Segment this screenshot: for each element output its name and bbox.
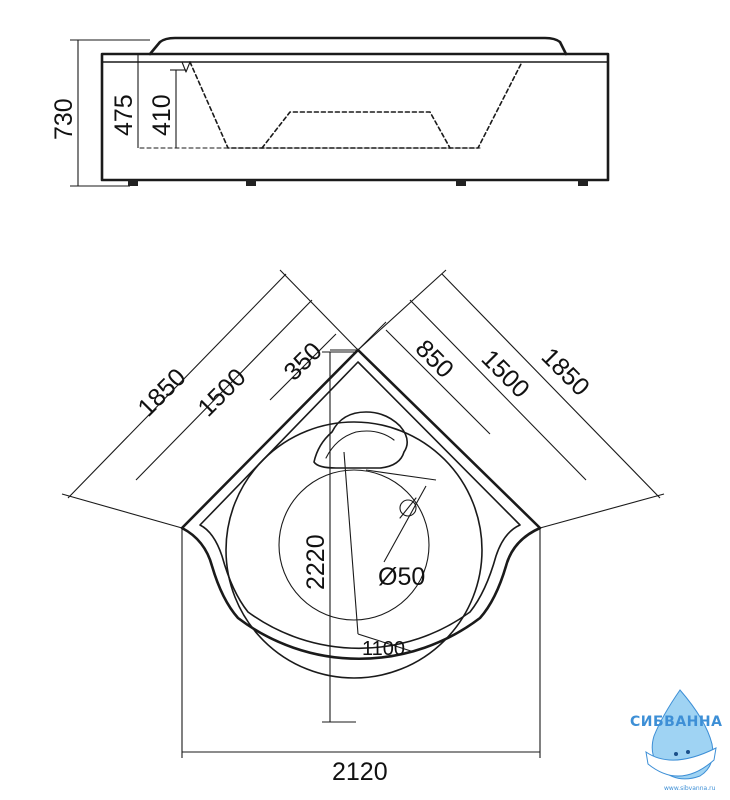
seat-dashed-outline bbox=[261, 111, 451, 149]
dim-475: 475 bbox=[110, 94, 138, 136]
dim-line-350 bbox=[269, 333, 337, 401]
side-elevation-view: 730 475 410 bbox=[50, 36, 610, 187]
dim-1500-right: 1500 bbox=[476, 344, 535, 403]
logo-tub-icon bbox=[645, 747, 717, 777]
drain-leader-2 bbox=[383, 485, 427, 563]
dim-2120: 2120 bbox=[332, 758, 388, 786]
foot-1 bbox=[128, 180, 138, 186]
foot-2 bbox=[246, 180, 256, 186]
dim-line-850 bbox=[385, 329, 491, 435]
dim-leader-1100 bbox=[357, 633, 415, 653]
dim-1850-left: 1850 bbox=[132, 363, 191, 422]
logo-url: www.sibvanna.ru bbox=[664, 785, 716, 792]
dim-1850-right: 1850 bbox=[536, 342, 595, 401]
plan-inner-rim bbox=[199, 361, 521, 649]
dim-410: 410 bbox=[148, 94, 176, 136]
sibvanna-logo: СИБВАННА www.sibvanna.ru bbox=[630, 689, 722, 792]
logo-name: СИБВАННА bbox=[630, 714, 722, 730]
dim-1100: 1100 bbox=[362, 638, 405, 660]
ext-1850-left-b bbox=[279, 269, 359, 351]
logo-eye-left-icon bbox=[674, 752, 678, 756]
ext-1850-right-b bbox=[539, 493, 665, 529]
dim-2220: 2220 bbox=[302, 534, 330, 590]
plan-view: 2220 1100 Ø50 1850 1500 350 850 1500 bbox=[61, 269, 665, 786]
plan-outer-rim bbox=[180, 348, 542, 660]
foot-3 bbox=[456, 180, 466, 186]
dim-line-1500-right bbox=[409, 299, 587, 481]
dim-drain: Ø50 bbox=[378, 563, 425, 591]
ext-1850-right-a bbox=[357, 269, 447, 351]
drain-leader bbox=[365, 469, 437, 481]
rim-top-edge bbox=[148, 36, 568, 56]
plan-bowl-circle bbox=[225, 421, 483, 679]
plan-headrest bbox=[313, 411, 408, 469]
overflow-wedge bbox=[181, 61, 191, 73]
plan-headrest-inner bbox=[325, 430, 395, 459]
dim-730: 730 bbox=[50, 98, 78, 140]
dim-line-1850-left bbox=[67, 273, 287, 499]
drain-slash bbox=[399, 497, 417, 519]
side-body-outline bbox=[100, 52, 610, 182]
dim-line-1850-right bbox=[441, 273, 661, 499]
bowl-dashed-outline bbox=[189, 61, 523, 149]
dim-line-1500-left bbox=[135, 299, 313, 481]
drain-circle bbox=[399, 499, 417, 517]
dim-line-1100 bbox=[343, 451, 359, 635]
logo-eye-right-icon bbox=[686, 750, 690, 754]
dim-350: 350 bbox=[278, 337, 327, 386]
ext-1850-left-a bbox=[61, 493, 183, 529]
foot-4 bbox=[578, 180, 588, 186]
plan-footwell-circle bbox=[278, 469, 430, 621]
